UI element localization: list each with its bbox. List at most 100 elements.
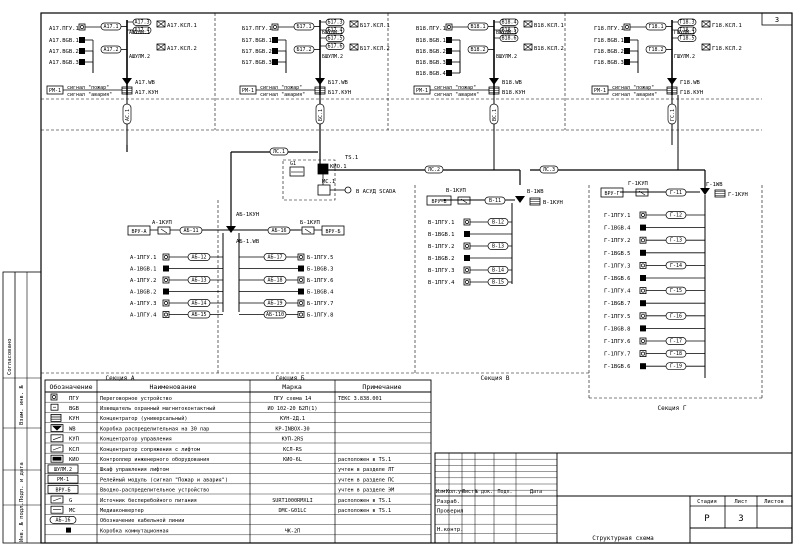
- riser-cable-label: АС.1: [125, 109, 131, 121]
- pgu-icon: [639, 236, 647, 244]
- g-device: Г-1ПГУ.1: [604, 213, 631, 219]
- g-device: Г-1ПГУ.4: [604, 289, 631, 295]
- riser-cable-label: БС.1: [318, 109, 324, 121]
- wb-label: В18.WB: [502, 80, 523, 86]
- trunk-cable: ЛС.1: [273, 149, 285, 155]
- ab-cable: АБ-16: [271, 228, 286, 234]
- pgu-icon: [162, 299, 170, 307]
- pgu-icon: [639, 337, 647, 345]
- ab-cable-tag: [267, 226, 291, 235]
- ksl-tag: [132, 26, 152, 34]
- wb-icon: [515, 196, 525, 203]
- ksl-tag: [677, 34, 697, 42]
- section-v-label: Секция В: [481, 375, 510, 382]
- bgb-icon: [446, 48, 452, 54]
- legend-name: Вводно-распределительное устройство: [100, 488, 209, 494]
- legend-code-box: РМ-1: [57, 477, 69, 483]
- ksl-icon: [156, 43, 166, 51]
- legend-name: Переговорное устройство: [100, 396, 172, 402]
- mc-label: МС.1: [322, 179, 335, 185]
- legend-header: Обозначение: [49, 383, 92, 391]
- sheet-number-box: [761, 12, 793, 26]
- kup: Б17.1: [296, 24, 311, 30]
- riser-cable-tag: [667, 103, 677, 125]
- pgu-icon: [297, 276, 305, 284]
- ab-row-cable-tag: [263, 310, 287, 319]
- ksl: В18.6: [501, 36, 516, 42]
- g-row-cable: Г-12: [670, 213, 682, 219]
- wb-icon-frame: [50, 424, 64, 433]
- ksl-tag: [325, 18, 345, 26]
- kup: В18.1: [470, 24, 485, 30]
- bgb-icon: [640, 224, 646, 231]
- g-row-cable-tag: [665, 349, 687, 358]
- g-wb-label: Г-1WB: [706, 182, 723, 188]
- legend-note: учтен в разделе ПС: [338, 477, 394, 483]
- vru-box: [127, 225, 151, 236]
- bgb-icon: [640, 363, 646, 370]
- bgb-icon: [272, 48, 278, 54]
- g-cable: Г-11: [670, 190, 682, 196]
- ab-left-device: А-1ПГУ.1: [130, 255, 157, 261]
- kup: Г18.2: [648, 47, 663, 53]
- g-device: Г-1BGB.4: [604, 226, 631, 232]
- ksl-out-label: В18.КСЛ.2: [534, 46, 564, 52]
- ksl-out-label: Г18.КСЛ.1: [712, 23, 742, 29]
- ab-row-cable: АБ-14: [191, 301, 206, 307]
- ab-row-cable: АБ-19: [267, 301, 282, 307]
- ksl-out-label: В18.КСЛ.1: [534, 23, 564, 29]
- legend-table: [44, 379, 432, 544]
- legend-name: Обозначение кабельной линии: [100, 517, 184, 524]
- ts1-cabinet: [282, 159, 336, 201]
- vru-box: [600, 187, 624, 198]
- pgu-label: В18.ПГУ.1: [416, 26, 446, 32]
- legend-code: ПГУ: [69, 396, 80, 402]
- ab-row-cable-tag: [187, 276, 211, 284]
- pgu-icon-dot: [299, 312, 303, 317]
- ab-row-cable-tag: [263, 253, 287, 261]
- ksl-icon: [349, 43, 359, 51]
- kup-icon-slash: [638, 190, 646, 196]
- ab-row-cable-tag: [263, 276, 287, 284]
- pgu-icon: [463, 218, 471, 226]
- bgb-icon: [298, 288, 304, 295]
- ab-right-device: Б-1BGB.3: [307, 267, 334, 273]
- shulm-icon: [47, 464, 79, 474]
- bgb-label: А17.BGB.2: [49, 49, 79, 55]
- rm-label: РМ-1: [416, 88, 428, 94]
- sheet-title: Структурная схема: [592, 535, 654, 542]
- g-device: Г-1BGB.6: [604, 364, 631, 370]
- pgu-icon-dot: [164, 312, 168, 317]
- ksl-out-label: А17.КСЛ.1: [167, 23, 197, 29]
- bgb-icon: [79, 37, 85, 43]
- pgu-icon: [297, 253, 305, 261]
- v-device: В-1ПГУ.4: [428, 280, 455, 286]
- legend-mark: КИО-6L: [283, 457, 302, 463]
- pgu-icon: [639, 287, 647, 295]
- bgb-label: В18.BGB.3: [416, 60, 446, 66]
- g-cable-tag: [665, 188, 687, 197]
- legend-name: Концентратор (универсальный): [100, 416, 187, 422]
- ksl-icon-x: [701, 43, 711, 51]
- bgb-icon: [446, 37, 452, 43]
- bgb-icon: [272, 37, 278, 43]
- rm-module: [46, 85, 64, 95]
- wb-icon: [667, 78, 677, 85]
- riser-cable-tag: [489, 103, 499, 125]
- kio-icon-core: [52, 456, 62, 461]
- legend-name: Медиаконвертер: [100, 508, 144, 514]
- v-kun-label: В-1КУН: [543, 200, 563, 206]
- g-row-cable: Г-13: [670, 238, 682, 244]
- ups-icon: [289, 166, 305, 177]
- vru-label: ВРУ-Б: [325, 229, 340, 235]
- signal-alarm: сигнал "авария": [260, 92, 305, 98]
- legend-mark: DMC-G01LC: [278, 508, 306, 514]
- pgu-icon-dot: [641, 238, 645, 243]
- kup-label: А-1КУП: [152, 220, 172, 226]
- ksl-tag: [132, 18, 152, 26]
- wb-icon: [700, 188, 710, 195]
- ksl: Б17.6: [327, 44, 342, 50]
- legend-note: расположен в TS.1: [338, 457, 391, 463]
- ups-icon-mark: [52, 497, 62, 502]
- shulm-label: ВШУЛМ.1: [496, 30, 517, 36]
